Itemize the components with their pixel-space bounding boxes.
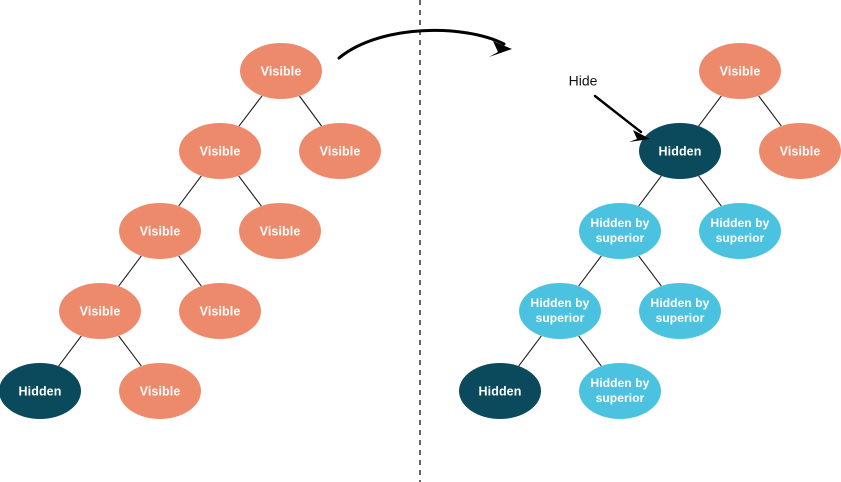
- node-label: Visible: [140, 224, 181, 238]
- transition-arrowhead: [489, 41, 512, 57]
- node-shape[interactable]: [299, 123, 381, 179]
- tree-node-visible[interactable]: Visible: [119, 203, 201, 259]
- node-shape[interactable]: [119, 363, 201, 419]
- tree-node-hidden[interactable]: Hidden: [459, 363, 541, 419]
- before-tree-edges: [58, 95, 323, 367]
- tree-node-visible[interactable]: Visible: [179, 123, 261, 179]
- tree-edge: [578, 335, 602, 367]
- node-label: Visible: [260, 224, 301, 238]
- node-shape[interactable]: [699, 43, 781, 99]
- tree-edge: [698, 175, 722, 207]
- node-label: Visible: [320, 144, 361, 158]
- node-shape[interactable]: [0, 363, 81, 419]
- node-shape[interactable]: [240, 43, 322, 99]
- node-shape[interactable]: [519, 283, 601, 339]
- tree-edge: [118, 255, 142, 287]
- hide-annotation-arrowhead: [629, 130, 650, 142]
- tree-node-visible[interactable]: Visible: [299, 123, 381, 179]
- node-shape[interactable]: [579, 203, 661, 259]
- tree-edge: [698, 95, 722, 127]
- node-shape[interactable]: [639, 123, 721, 179]
- node-shape[interactable]: [699, 203, 781, 259]
- tree-edge: [518, 335, 542, 367]
- node-label: Visible: [780, 144, 821, 158]
- hide-annotation: Hide: [569, 73, 650, 142]
- node-shape[interactable]: [639, 283, 721, 339]
- node-label: Hidden: [19, 384, 62, 398]
- node-label: Visible: [140, 384, 181, 398]
- transition-arrow: [337, 28, 512, 60]
- node-shape[interactable]: [759, 123, 841, 179]
- tree-edge: [238, 95, 263, 127]
- node-shape[interactable]: [459, 363, 541, 419]
- hide-annotation-arrow: [593, 94, 643, 134]
- node-label: Visible: [720, 64, 761, 78]
- node-shape[interactable]: [179, 123, 261, 179]
- tree-node-visible[interactable]: Visible: [179, 283, 261, 339]
- node-label: Hidden: [659, 144, 702, 158]
- tree-node-visible[interactable]: Visible: [699, 43, 781, 99]
- tree-node-visible[interactable]: Visible: [239, 203, 321, 259]
- tree-node-hidden[interactable]: Hidden: [639, 123, 721, 179]
- tree-node-visible[interactable]: Visible: [59, 283, 141, 339]
- after-tree-edges: [518, 95, 782, 367]
- tree-node-visible[interactable]: Visible: [759, 123, 841, 179]
- node-shape[interactable]: [579, 363, 661, 419]
- tree-node-visible[interactable]: Visible: [240, 43, 322, 99]
- node-shape[interactable]: [59, 283, 141, 339]
- tree-edge: [638, 255, 662, 287]
- tree-edge: [758, 95, 782, 127]
- node-label: Visible: [80, 304, 121, 318]
- tree-edge: [178, 175, 202, 207]
- node-label: Visible: [200, 304, 241, 318]
- tree-node-hidden[interactable]: Hidden: [0, 363, 81, 419]
- tree-edge: [118, 335, 142, 367]
- node-label: Visible: [261, 64, 302, 78]
- tree-edge: [178, 255, 202, 287]
- tree-edge: [238, 175, 262, 207]
- node-shape[interactable]: [239, 203, 321, 259]
- node-label: Hidden: [479, 384, 522, 398]
- node-label: Visible: [200, 144, 241, 158]
- tree-edge: [58, 335, 82, 367]
- tree-edge: [298, 95, 323, 127]
- tree-edge: [638, 175, 662, 207]
- node-shape[interactable]: [119, 203, 201, 259]
- hide-annotation-label: Hide: [569, 73, 598, 89]
- tree-edge: [578, 255, 602, 287]
- tree-node-visible[interactable]: Visible: [119, 363, 201, 419]
- node-shape[interactable]: [179, 283, 261, 339]
